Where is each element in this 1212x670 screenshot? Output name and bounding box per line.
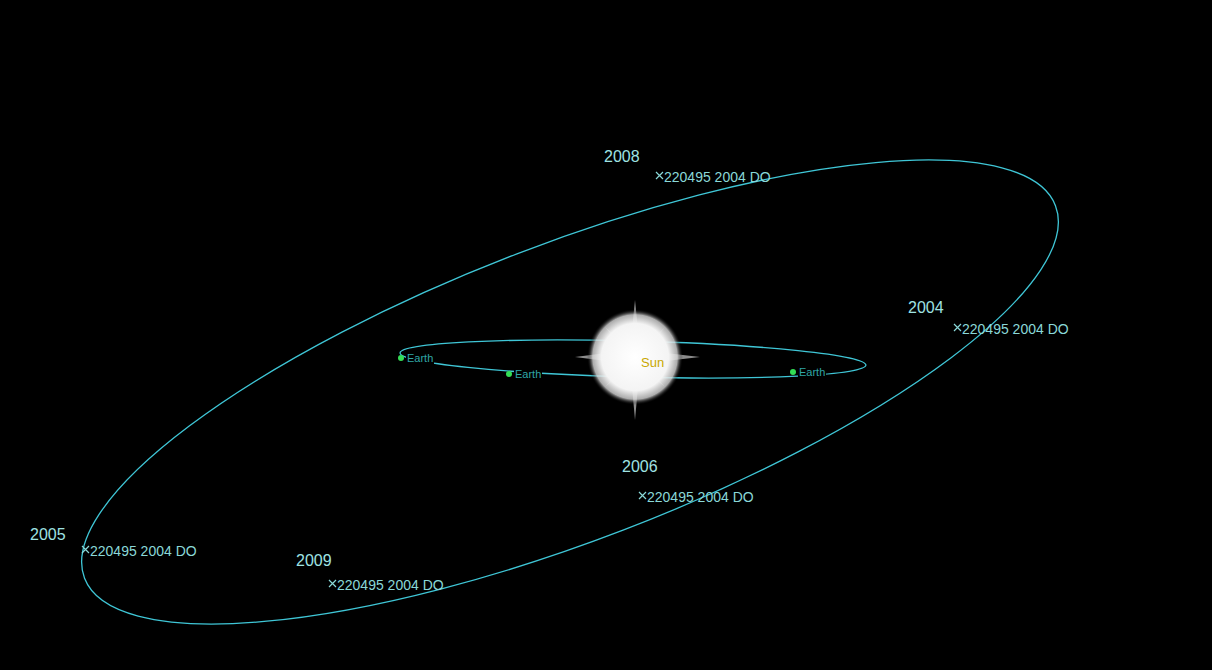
star-label: Sun [641, 356, 664, 369]
year-label: 2009 [296, 553, 332, 569]
object-label: 220495 2004 DO [647, 490, 754, 504]
sun-glow [575, 300, 700, 420]
planet-label: Earth [514, 369, 542, 380]
year-label: 2004 [908, 300, 944, 316]
year-label: 2005 [30, 527, 66, 543]
earth-dots [398, 355, 796, 377]
asteroid-orbit [31, 67, 1108, 670]
object-label: 220495 2004 DO [664, 170, 771, 184]
year-label: 2008 [604, 149, 640, 165]
planet-label: Earth [406, 353, 434, 364]
planet-label: Earth [798, 367, 826, 378]
year-label: 2006 [622, 459, 658, 475]
object-label: 220495 2004 DO [337, 578, 444, 592]
object-label: 220495 2004 DO [962, 322, 1069, 336]
object-label: 220495 2004 DO [90, 544, 197, 558]
position-markers [82, 172, 961, 587]
